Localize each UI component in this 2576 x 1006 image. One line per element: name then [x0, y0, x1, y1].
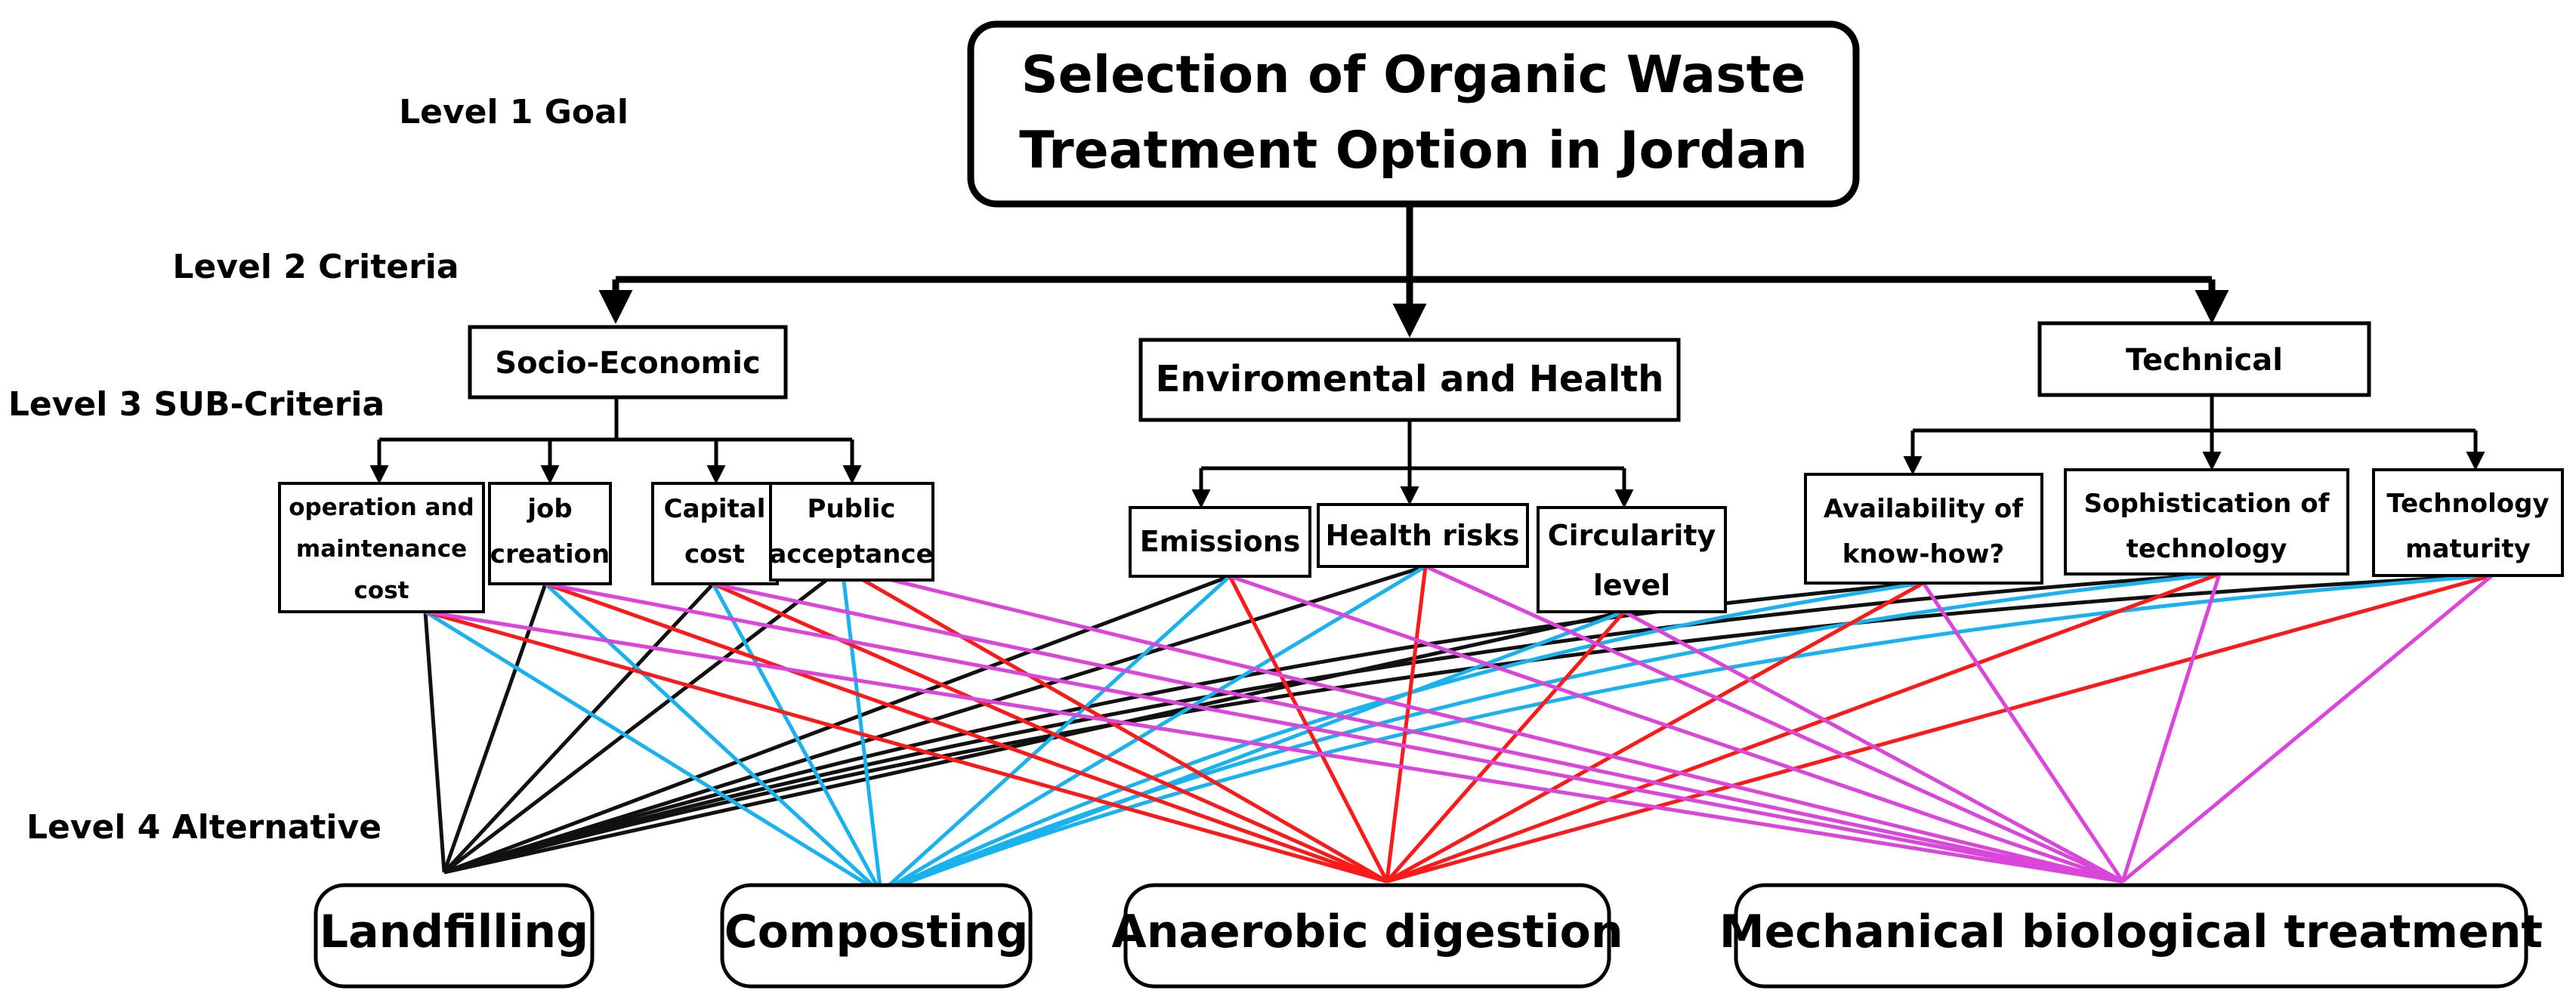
criterion-label: Enviromental and Health — [1156, 358, 1664, 400]
sub-label-line-1: Technology — [2386, 489, 2549, 519]
sub-label-line-2: level — [1593, 569, 1670, 602]
sub-criterion-operation-maintenance-cost: operation and maintenance cost — [278, 482, 485, 613]
sub-label-line-1: Emissions — [1140, 525, 1301, 558]
sub-label-line-1: Availability of — [1824, 494, 2024, 524]
criterion-environmental-health: Enviromental and Health — [1138, 338, 1681, 422]
goal-criteria-connectors — [598, 204, 2229, 338]
alternative-mechanical-biological-treatment: Mechanical biological treatment — [1719, 883, 2543, 989]
sub-criterion-public-acceptance: Public acceptance — [769, 482, 934, 582]
alternative-composting: Composting — [720, 883, 1033, 989]
links-landfilling — [423, 564, 2493, 875]
sub-label-line-1: Circularity — [1548, 519, 1716, 552]
level-3-label: Level 3 SUB-Criteria — [8, 385, 385, 424]
sub-criterion-capital-cost: Capital cost — [651, 482, 779, 585]
sub-criterion-circularity-level: Circularity level — [1537, 506, 1727, 613]
links-anaerobic-digestion — [425, 566, 2493, 884]
level-4-label: Level 4 Alternative — [26, 808, 381, 847]
links-composting — [424, 564, 2493, 895]
level-1-label: Level 1 Goal — [399, 93, 629, 131]
sub-label-line-1: job — [526, 494, 572, 524]
sub-criterion-availability-know-how: Availability of know-how? — [1804, 473, 2043, 585]
goal-line-1: Selection of Organic Waste — [1021, 45, 1806, 105]
sub-label-line-2: technology — [2127, 534, 2287, 564]
alternative-label: Anaerobic digestion — [1111, 906, 1623, 958]
sub-criterion-emissions: Emissions — [1129, 506, 1311, 578]
goal-line-2: Treatment Option in Jordan — [1019, 121, 1808, 181]
sub-label-line-3: cost — [354, 577, 409, 604]
sub-label-line-2: maintenance — [296, 535, 467, 563]
links-mechanical-biological-treatment — [425, 564, 2494, 884]
sub-label-line-1: Health risks — [1326, 519, 1520, 552]
sub-label-line-1: Public — [808, 494, 896, 524]
alternative-label: Landfilling — [320, 906, 588, 958]
alternative-label: Mechanical biological treatment — [1719, 906, 2543, 958]
sub-criterion-sophistication-technology: Sophistication of technology — [2064, 468, 2349, 576]
sub-label-line-2: creation — [490, 539, 610, 569]
criteria-sub-connectors — [369, 395, 2485, 508]
sub-label-line-2: know-how? — [1842, 539, 2004, 569]
alternative-links — [423, 564, 2494, 895]
sub-label-line-1: Sophistication of — [2084, 489, 2330, 519]
sub-label-line-2: maturity — [2405, 534, 2531, 564]
criterion-socio-economic: Socio-Economic — [468, 325, 788, 400]
criterion-label: Technical — [2126, 343, 2283, 378]
criterion-technical: Technical — [2037, 321, 2371, 397]
sub-criterion-health-risks: Health risks — [1317, 503, 1529, 568]
level-2-label: Level 2 Criteria — [172, 248, 459, 286]
sub-criterion-technology-maturity: Technology maturity — [2372, 468, 2564, 577]
sub-label-line-1: operation and — [289, 494, 474, 521]
alternative-anaerobic-digestion: Anaerobic digestion — [1111, 883, 1623, 989]
goal-node: Selection of Organic Waste Treatment Opt… — [967, 20, 1860, 208]
sub-criterion-job-creation: job creation — [488, 482, 612, 585]
sub-label-line-2: cost — [684, 539, 745, 569]
alternative-label: Composting — [724, 906, 1029, 958]
alternative-landfilling: Landfilling — [314, 883, 595, 989]
sub-label-line-1: Capital — [664, 494, 766, 524]
sub-label-line-2: acceptance — [769, 539, 933, 569]
criterion-label: Socio-Economic — [495, 346, 760, 381]
